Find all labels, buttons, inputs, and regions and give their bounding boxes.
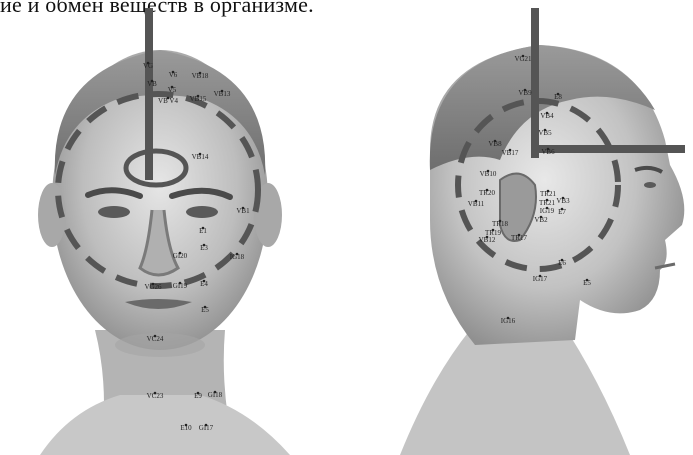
side-point-label: TR21 bbox=[540, 190, 556, 198]
front-point-label: GI18 bbox=[208, 391, 223, 399]
side-point-22: IG17 bbox=[533, 275, 548, 283]
front-point-label: VB V4 bbox=[158, 97, 178, 105]
front-point-11: GI20 bbox=[173, 252, 188, 260]
front-point-3: VB bbox=[147, 80, 157, 88]
side-point-3: VB4 bbox=[540, 112, 554, 120]
front-point-12: E3 bbox=[200, 244, 208, 252]
front-point-label: E5 bbox=[201, 306, 209, 314]
side-point-label: E5 bbox=[583, 279, 591, 287]
front-point-5: VB13 bbox=[214, 90, 231, 98]
side-point-14: IG19 bbox=[540, 207, 555, 215]
side-point-label: IG16 bbox=[501, 317, 516, 325]
front-point-label: E3 bbox=[200, 244, 208, 252]
side-point-label: VB6 bbox=[541, 148, 555, 156]
front-point-1: V6 bbox=[169, 71, 178, 79]
front-point-label: GI20 bbox=[173, 252, 188, 260]
side-point-15: VB2 bbox=[534, 216, 548, 224]
front-point-8: VB14 bbox=[192, 153, 209, 161]
side-point-11: TR21 bbox=[540, 190, 556, 198]
side-point-label: VB8 bbox=[488, 140, 502, 148]
side-point-17: TR18 bbox=[492, 220, 508, 228]
front-point-label: E9 bbox=[194, 392, 202, 400]
front-point-14: VG26 bbox=[144, 283, 162, 291]
front-point-2: VB18 bbox=[192, 72, 209, 80]
front-point-15: GI19 bbox=[173, 282, 188, 290]
front-point-label: VB bbox=[147, 80, 157, 88]
side-point-label: VB10 bbox=[480, 170, 497, 178]
front-point-label: VC24 bbox=[147, 335, 164, 343]
side-point-label: TR17 bbox=[511, 234, 527, 242]
front-head-figure bbox=[38, 50, 290, 455]
side-point-4: VB5 bbox=[538, 129, 552, 137]
front-point-label: GI19 bbox=[173, 282, 188, 290]
front-point-label: E1 bbox=[199, 227, 207, 235]
front-point-label: VC23 bbox=[147, 392, 164, 400]
side-point-label: E6 bbox=[558, 259, 566, 267]
side-point-label: VG21 bbox=[514, 55, 532, 63]
side-point-5: VB6 bbox=[541, 148, 555, 156]
front-point-16: E4 bbox=[200, 280, 208, 288]
side-point-label: VB4 bbox=[540, 112, 554, 120]
front-point-23: GI17 bbox=[199, 424, 214, 432]
side-point-16: E7 bbox=[558, 208, 566, 216]
front-point-label: IG18 bbox=[230, 253, 245, 261]
front-point-0: VG bbox=[143, 62, 153, 70]
side-point-7: VB17 bbox=[502, 149, 519, 157]
side-point-label: VB3 bbox=[556, 197, 570, 205]
front-point-label: VB18 bbox=[192, 72, 209, 80]
front-point-label: VB13 bbox=[214, 90, 231, 98]
front-point-9: VB1 bbox=[236, 207, 250, 215]
front-point-label: VG bbox=[143, 62, 153, 70]
front-point-label: VG26 bbox=[144, 283, 162, 291]
side-point-label: VB11 bbox=[468, 200, 485, 208]
front-point-label: E4 bbox=[200, 280, 208, 288]
side-point-label: TR20 bbox=[479, 189, 495, 197]
side-point-label: VB2 bbox=[534, 216, 548, 224]
front-point-13: IG18 bbox=[230, 253, 245, 261]
side-point-label: E7 bbox=[558, 208, 566, 216]
front-point-20: E9 bbox=[194, 392, 202, 400]
front-point-17: E5 bbox=[201, 306, 209, 314]
front-point-22: E10 bbox=[180, 424, 192, 432]
side-point-1: VB9 bbox=[518, 89, 532, 97]
front-point-label: VB1 bbox=[236, 207, 250, 215]
side-point-label: VB12 bbox=[479, 236, 496, 244]
side-point-label: TR18 bbox=[492, 220, 508, 228]
front-point-4: V5 bbox=[168, 86, 177, 94]
side-point-24: IG16 bbox=[501, 317, 516, 325]
side-point-20: TR17 bbox=[511, 234, 527, 242]
side-point-0: VG21 bbox=[514, 55, 532, 63]
front-point-label: VB15 bbox=[190, 95, 207, 103]
front-point-label: V6 bbox=[169, 71, 178, 79]
front-point-6: VB V4 bbox=[158, 97, 178, 105]
side-head-figure bbox=[400, 45, 684, 455]
front-point-label: VB14 bbox=[192, 153, 209, 161]
front-point-21: GI18 bbox=[208, 391, 223, 399]
side-point-label: VB5 bbox=[538, 129, 552, 137]
side-point-6: VB8 bbox=[488, 140, 502, 148]
side-point-9: VB11 bbox=[468, 200, 485, 208]
front-point-label: V5 bbox=[168, 86, 177, 94]
front-point-10: E1 bbox=[199, 227, 207, 235]
side-point-23: E5 bbox=[583, 279, 591, 287]
front-point-19: VC23 bbox=[147, 392, 164, 400]
side-point-10: TR20 bbox=[479, 189, 495, 197]
side-point-21: E6 bbox=[558, 259, 566, 267]
side-point-13: TR21 bbox=[539, 199, 555, 207]
front-point-label: E10 bbox=[180, 424, 192, 432]
side-point-label: IG17 bbox=[533, 275, 548, 283]
side-point-12: VB3 bbox=[556, 197, 570, 205]
side-point-label: E8 bbox=[554, 93, 562, 101]
front-point-label: GI17 bbox=[199, 424, 214, 432]
front-point-18: VC24 bbox=[147, 335, 164, 343]
front-point-7: VB15 bbox=[190, 95, 207, 103]
side-point-8: VB10 bbox=[480, 170, 497, 178]
side-point-2: E8 bbox=[554, 93, 562, 101]
side-point-label: VB17 bbox=[502, 149, 519, 157]
side-point-label: IG19 bbox=[540, 207, 555, 215]
side-point-label: VB9 bbox=[518, 89, 532, 97]
side-point-19: VB12 bbox=[479, 236, 496, 244]
side-point-label: TR21 bbox=[539, 199, 555, 207]
